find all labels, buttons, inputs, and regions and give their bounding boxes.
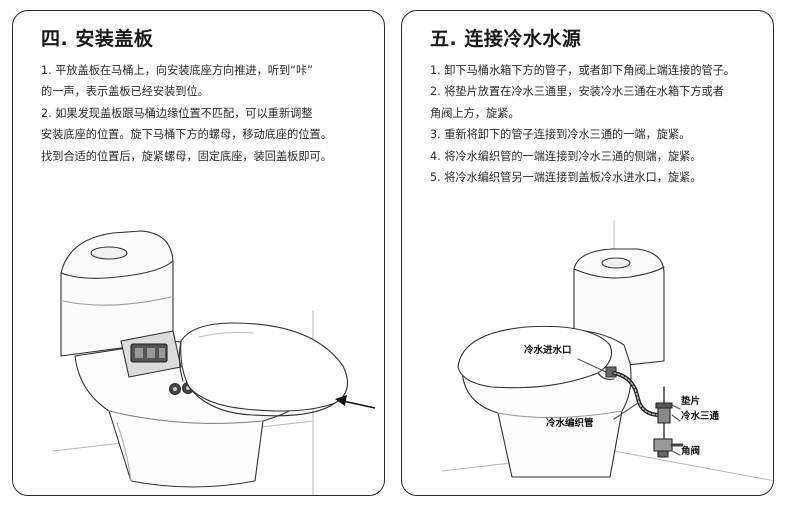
- step4-line: 安装底座的位置。旋下马桶下方的螺母，移动底座的位置。: [41, 128, 332, 142]
- step5-title: 五. 连接冷水水源: [430, 28, 582, 50]
- step4-title: 四. 安装盖板: [41, 28, 154, 50]
- step4-instructions: 1. 平放盖板在马桶上，向安装底座方向推进，听到“咔” 的一声，表示盖板已经安装…: [41, 60, 370, 167]
- step4-line: 找到合适的位置后，旋紧螺母，固定底座，装回盖板即可。: [41, 149, 332, 163]
- step5-instructions: 1. 卸下马桶水箱下方的管子，或者卸下角阀上端连接的管子。 2. 将垫片放置在冷…: [430, 60, 759, 188]
- step5-line: 角阀上方，旋紧。: [430, 106, 520, 120]
- step4-panel: 四. 安装盖板 1. 平放盖板在马桶上，向安装底座方向推进，听到“咔” 的一声，…: [12, 10, 385, 496]
- toilet-seat-install-illustration: [52, 230, 376, 495]
- label-braided-hose: 冷水编织管: [546, 418, 594, 429]
- step5-panel: 五. 连接冷水水源 1. 卸下马桶水箱下方的管子，或者卸下角阀上端连接的管子。 …: [401, 10, 774, 496]
- label-gasket: 垫片: [681, 396, 701, 407]
- step5-line: 3. 重新将卸下的管子连接到冷水三通的一端，旋紧。: [430, 128, 691, 142]
- step4-line: 的一声，表示盖板已经安装到位。: [41, 85, 209, 99]
- step5-line: 2. 将垫片放置在冷水三通里，安装冷水三通在水箱下方或者: [430, 85, 724, 99]
- step4-line: 1. 平放盖板在马桶上，向安装底座方向推进，听到“咔”: [41, 64, 313, 77]
- label-water-inlet: 冷水进水口: [524, 345, 572, 356]
- label-tee: 冷水三通: [681, 411, 720, 422]
- step5-line: 1. 卸下马桶水箱下方的管子，或者卸下角阀上端连接的管子。: [430, 64, 736, 77]
- label-angle-valve: 角阀: [681, 446, 701, 457]
- step5-line: 4. 将冷水编织管的一端连接到冷水三通的侧端，旋紧。: [430, 149, 702, 163]
- step5-line: 5. 将冷水编织管另一端连接到盖板冷水进水口，旋紧。: [430, 171, 702, 185]
- step4-line: 2. 如果发现盖板跟马桶边缘位置不匹配，可以重新调整: [41, 106, 313, 120]
- cold-water-connection-illustration: [441, 220, 773, 482]
